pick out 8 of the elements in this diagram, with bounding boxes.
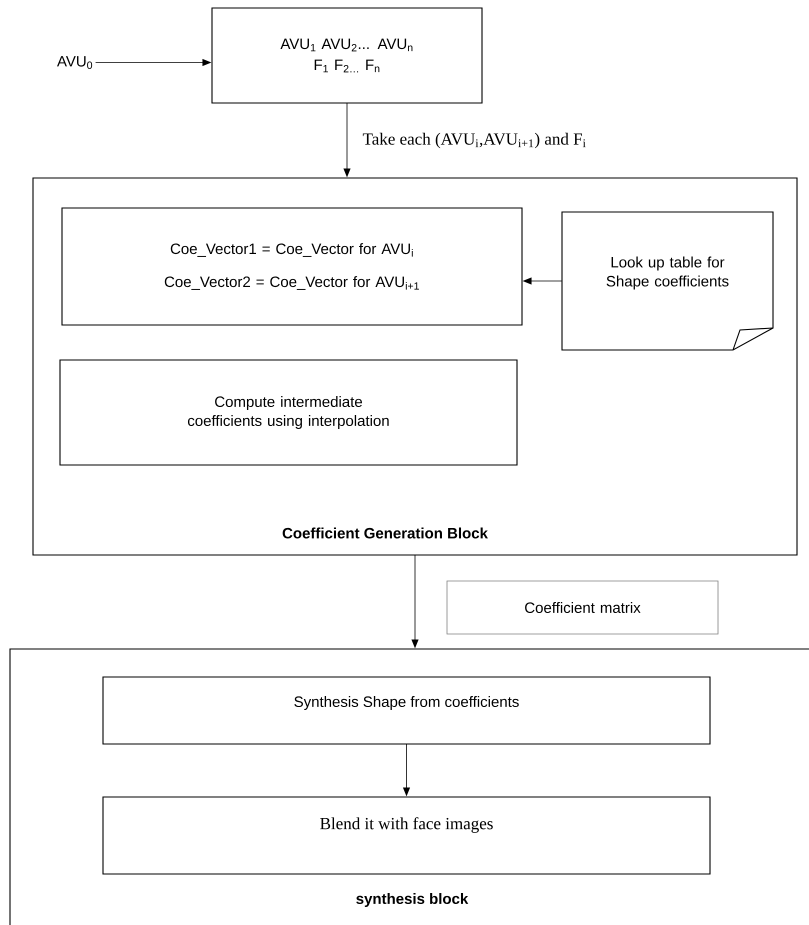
- process-box: Synthesis Shape from coefficients: [102, 676, 711, 745]
- process-box: AVU$_{1}$ AVU$_{2}$... AVU$_{n}$ F$_{1}$ F$_{2…}$ F$_{n}$: [211, 7, 483, 104]
- edge-label: Take each (AVU$_{i}$,AVU$_{i+1}$) and F$_{i}$: [362, 132, 588, 150]
- process-box: Blend it with face images: [102, 796, 711, 875]
- input-label: AVU$_{0}$: [57, 56, 92, 69]
- process-box: Coe_Vector1 = Coe_Vector for AVU$_{i}$ Coe_Vector2 = Coe_Vector for AVU$_{i+1}$: [61, 207, 523, 326]
- process-box: Compute intermediate coefficients using interpolation: [59, 359, 518, 466]
- output-box: Coefficient matrix: [446, 580, 718, 634]
